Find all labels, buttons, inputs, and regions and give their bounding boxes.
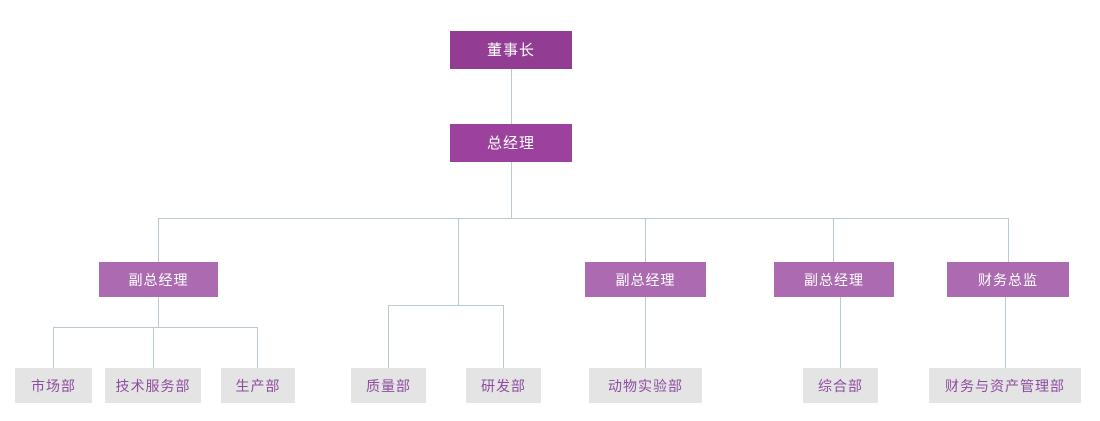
connector-gm-drop bbox=[511, 162, 512, 218]
node-production-dept-label: 生产部 bbox=[235, 377, 281, 394]
node-deputy-gm-3[interactable]: 副总经理 bbox=[774, 262, 894, 297]
connector-to-finance-asset-mgmt-dept bbox=[1005, 297, 1006, 368]
node-cfo[interactable]: 财务总监 bbox=[947, 262, 1069, 297]
node-deputy-gm-3-label: 副总经理 bbox=[804, 271, 864, 288]
node-finance-asset-mgmt-dept[interactable]: 财务与资产管理部 bbox=[929, 368, 1081, 403]
connector-to-marketing-dept bbox=[53, 327, 54, 368]
connector-chairman-to-gm bbox=[511, 69, 512, 124]
connector-to-production-dept bbox=[257, 327, 258, 368]
node-animal-lab-dept[interactable]: 动物实验部 bbox=[589, 368, 702, 403]
connector-main-bus bbox=[158, 218, 1009, 219]
connector-to-rnd-dept bbox=[503, 305, 504, 368]
node-deputy-gm-2[interactable]: 副总经理 bbox=[585, 262, 706, 297]
node-general-manager[interactable]: 总经理 bbox=[450, 124, 572, 162]
connector-bus-drop-5 bbox=[1008, 218, 1009, 262]
connector-bus-drop-3 bbox=[645, 218, 646, 262]
node-technical-service-dept[interactable]: 技术服务部 bbox=[105, 368, 201, 403]
node-quality-dept[interactable]: 质量部 bbox=[351, 368, 426, 403]
node-deputy-gm-2-label: 副总经理 bbox=[615, 271, 676, 288]
node-cfo-label: 财务总监 bbox=[978, 271, 1038, 288]
node-rnd-dept-label: 研发部 bbox=[481, 377, 526, 394]
node-technical-service-dept-label: 技术服务部 bbox=[115, 377, 191, 394]
node-chairman[interactable]: 董事长 bbox=[450, 31, 572, 69]
node-chairman-label: 董事长 bbox=[486, 41, 535, 59]
node-finance-asset-mgmt-dept-label: 财务与资产管理部 bbox=[945, 377, 1065, 394]
connector-bus-drop-2 bbox=[458, 218, 459, 305]
connector-quality-rnd-bus bbox=[388, 305, 503, 306]
node-marketing-dept-label: 市场部 bbox=[31, 377, 76, 394]
node-production-dept[interactable]: 生产部 bbox=[221, 368, 295, 403]
node-general-manager-label: 总经理 bbox=[486, 134, 535, 152]
node-deputy-gm-1[interactable]: 副总经理 bbox=[99, 262, 218, 297]
connector-to-animal-lab-dept bbox=[645, 297, 646, 368]
node-quality-dept-label: 质量部 bbox=[366, 377, 411, 394]
connector-to-quality-dept bbox=[388, 305, 389, 368]
connector-deputy-gm-1-drop bbox=[158, 297, 159, 327]
node-general-affairs-dept[interactable]: 综合部 bbox=[803, 368, 878, 403]
node-deputy-gm-1-label: 副总经理 bbox=[128, 271, 189, 288]
connector-to-general-affairs-dept bbox=[840, 297, 841, 368]
connector-deputy-gm-1-bus bbox=[53, 327, 258, 328]
connector-bus-drop-1 bbox=[158, 218, 159, 262]
node-general-affairs-dept-label: 综合部 bbox=[818, 377, 863, 394]
connector-to-technical-service-dept bbox=[153, 327, 154, 368]
connector-bus-drop-4 bbox=[833, 218, 834, 262]
node-rnd-dept[interactable]: 研发部 bbox=[466, 368, 541, 403]
node-animal-lab-dept-label: 动物实验部 bbox=[608, 377, 683, 394]
node-marketing-dept[interactable]: 市场部 bbox=[15, 368, 92, 403]
